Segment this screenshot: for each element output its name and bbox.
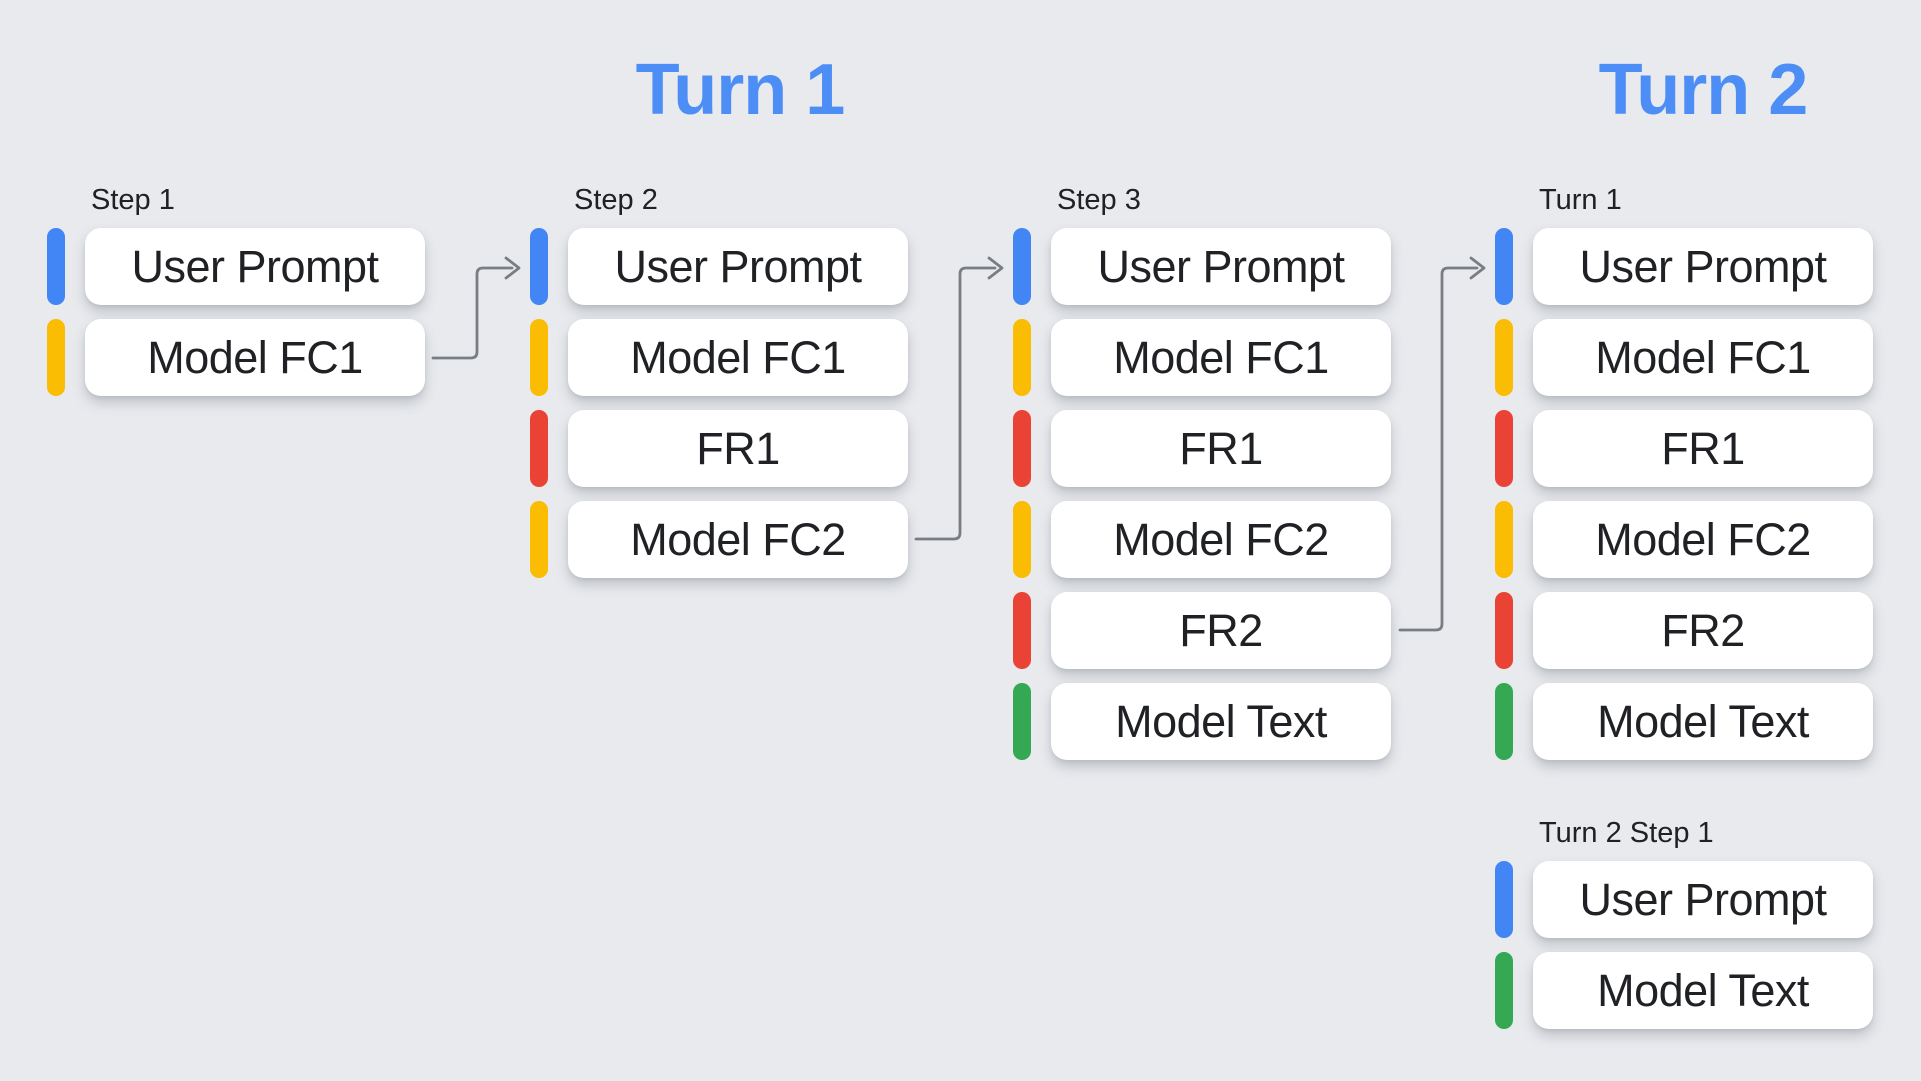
card-label: Model FC1 [1595,331,1811,383]
card-model-text: Model Text [1533,952,1873,1029]
message-type-color-bar [1495,228,1513,305]
card-model-fc2: Model FC2 [1051,501,1391,578]
message-row: FR2 [1013,592,1391,669]
card-label: FR2 [1179,604,1263,656]
message-type-color-bar [530,228,548,305]
column-turn-2-step-1: Turn 2 Step 1 User Prompt Model Text [1495,819,1873,1029]
card-label: Model FC1 [630,331,846,383]
message-row: FR1 [530,410,908,487]
message-type-color-bar [1013,410,1031,487]
message-row: FR1 [1495,410,1873,487]
message-row: Model Text [1495,952,1873,1029]
arrow-step1-to-step2 [431,256,521,360]
card-label: Model Text [1597,695,1809,747]
card-label: FR1 [1661,422,1745,474]
message-type-color-bar [1013,228,1031,305]
card-label: FR1 [1179,422,1263,474]
column-label: Turn 1 [1539,184,1622,216]
card-model-fc1: Model FC1 [1533,319,1873,396]
message-type-color-bar [1013,683,1031,760]
card-model-fc1: Model FC1 [85,319,425,396]
message-type-color-bar [1495,683,1513,760]
card-label: User Prompt [1579,240,1827,292]
card-label: FR2 [1661,604,1745,656]
message-type-color-bar [530,410,548,487]
message-row: Model Text [1013,683,1391,760]
message-type-color-bar [1495,952,1513,1029]
column-label: Turn 2 Step 1 [1539,817,1714,849]
card-user-prompt: User Prompt [1533,228,1873,305]
card-user-prompt: User Prompt [568,228,908,305]
message-type-color-bar [1495,410,1513,487]
card-label: Model FC2 [630,513,846,565]
column-label: Step 1 [91,184,175,216]
card-label: Model Text [1597,964,1809,1016]
message-row: FR2 [1495,592,1873,669]
message-row: Model FC2 [1013,501,1391,578]
card-user-prompt: User Prompt [1051,228,1391,305]
card-label: Model FC2 [1595,513,1811,565]
turn-2-title: Turn 2 [1598,50,1809,130]
turn-1-title: Turn 1 [635,50,846,130]
arrow-step2-to-step3 [914,256,1004,541]
card-fr1: FR1 [1533,410,1873,487]
column-step-2: Step 2 User Prompt Model FC1 FR1 [530,186,908,578]
column-label: Step 2 [574,184,658,216]
card-model-fc1: Model FC1 [568,319,908,396]
card-label: User Prompt [614,240,862,292]
card-model-fc1: Model FC1 [1051,319,1391,396]
message-row: User Prompt [1013,228,1391,305]
card-model-text: Model Text [1051,683,1391,760]
message-type-color-bar [530,319,548,396]
message-row: Model FC1 [47,319,425,396]
card-fr1: FR1 [1051,410,1391,487]
message-row: FR1 [1013,410,1391,487]
message-row: Model FC1 [1013,319,1391,396]
message-type-color-bar [1013,501,1031,578]
card-label: Model FC2 [1113,513,1329,565]
message-type-color-bar [1495,319,1513,396]
column-turn-1-history: Turn 1 User Prompt Model FC1 FR1 [1495,186,1873,760]
message-type-color-bar [1013,592,1031,669]
card-user-prompt: User Prompt [85,228,425,305]
card-label: FR1 [696,422,780,474]
card-label: User Prompt [1097,240,1345,292]
card-user-prompt: User Prompt [1533,861,1873,938]
message-type-color-bar [1495,861,1513,938]
card-fr2: FR2 [1051,592,1391,669]
message-type-color-bar [1495,592,1513,669]
card-label: Model FC1 [1113,331,1329,383]
message-row: Model FC2 [1495,501,1873,578]
card-fr2: FR2 [1533,592,1873,669]
message-type-color-bar [47,228,65,305]
card-model-text: Model Text [1533,683,1873,760]
message-type-color-bar [47,319,65,396]
card-label: User Prompt [131,240,379,292]
card-model-fc2: Model FC2 [568,501,908,578]
message-type-color-bar [530,501,548,578]
card-model-fc2: Model FC2 [1533,501,1873,578]
card-fr1: FR1 [568,410,908,487]
column-label: Step 3 [1057,184,1141,216]
message-row: Model FC1 [530,319,908,396]
card-label: Model FC1 [147,331,363,383]
column-step-1: Step 1 User Prompt Model FC1 [47,186,425,396]
message-row: User Prompt [530,228,908,305]
message-row: Model FC2 [530,501,908,578]
message-row: User Prompt [47,228,425,305]
column-step-3: Step 3 User Prompt Model FC1 FR1 [1013,186,1391,760]
arrow-step3-to-turn1 [1398,256,1486,632]
card-label: Model Text [1115,695,1327,747]
card-label: User Prompt [1579,873,1827,925]
message-type-color-bar [1495,501,1513,578]
message-row: Model FC1 [1495,319,1873,396]
message-type-color-bar [1013,319,1031,396]
message-row: User Prompt [1495,861,1873,938]
message-row: Model Text [1495,683,1873,760]
message-row: User Prompt [1495,228,1873,305]
